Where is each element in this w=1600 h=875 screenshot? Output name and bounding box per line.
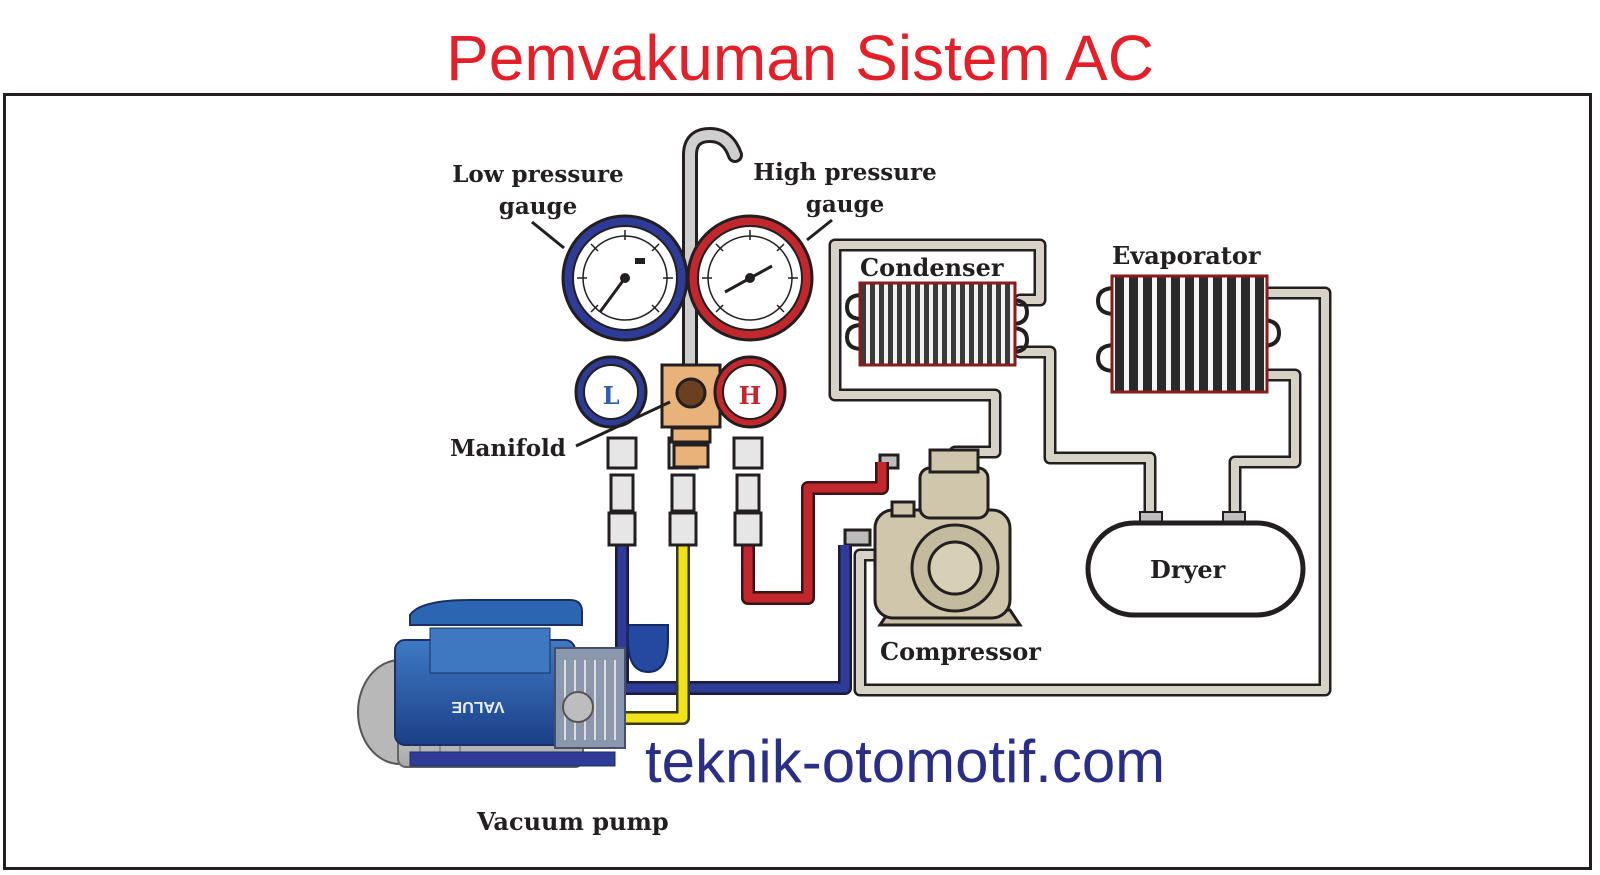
low-gauge-leader	[531, 220, 565, 250]
condenser-label: Condenser	[860, 253, 1004, 282]
refrigerant-tubing	[828, 238, 1332, 697]
page-title: Pemvakuman Sistem AC	[446, 22, 1154, 94]
watermark: teknik-otomotif.com	[645, 728, 1166, 795]
condenser	[844, 281, 1030, 367]
pump-handle	[409, 599, 583, 626]
low-gauge-ticks	[577, 230, 673, 313]
low-side-hose	[617, 540, 850, 693]
center-hose	[615, 545, 688, 723]
vacuum-pump	[357, 599, 669, 768]
low-gauge-label-line1: Low pressure	[452, 161, 624, 188]
high-valve-letter: H	[739, 381, 762, 410]
evaporator-label: Evaporator	[1112, 241, 1261, 270]
charging-hook	[682, 126, 743, 383]
low-pressure-gauge	[561, 214, 689, 429]
low-gauge-label-line2: gauge	[499, 193, 577, 220]
dryer-label: Dryer	[1150, 555, 1226, 584]
compressor-label: Compressor	[880, 637, 1041, 666]
compressor	[843, 448, 1023, 627]
manifold-body	[660, 363, 722, 469]
gauge-hoses	[615, 462, 889, 725]
high-pressure-gauge	[686, 214, 814, 429]
high-gauge-leader	[806, 218, 833, 242]
pump-gauge-port	[562, 691, 594, 723]
manifold-label: Manifold	[450, 435, 566, 462]
high-side-hose	[743, 462, 887, 603]
pump-oil-cap	[627, 624, 669, 674]
high-gauge-ticks	[702, 230, 798, 313]
manifold-leader	[575, 400, 671, 448]
pump-brand-text: VALUE	[451, 698, 504, 715]
vacuum-pump-label: Vacuum pump	[476, 807, 669, 836]
dryer	[1085, 511, 1306, 618]
low-valve-letter: L	[603, 381, 620, 410]
evaporator	[1095, 274, 1282, 394]
high-gauge-label-line2: gauge	[806, 191, 884, 218]
diagram-frame	[3, 93, 1592, 870]
low-gauge-needle	[598, 277, 627, 313]
high-gauge-label-line1: High pressure	[753, 159, 936, 186]
